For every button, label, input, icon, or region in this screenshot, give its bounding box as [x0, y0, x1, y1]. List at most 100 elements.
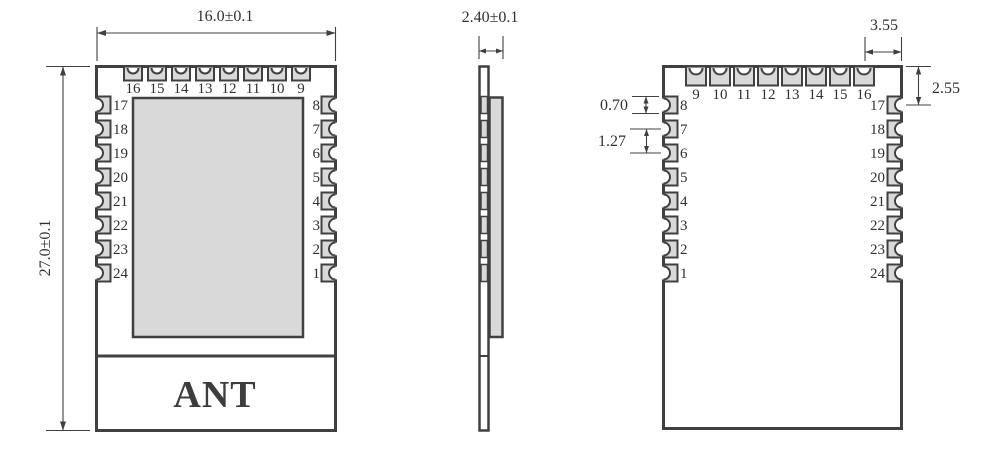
castellation-notch-arc [328, 121, 336, 137]
dim-height-label: 27.0±0.1 [37, 220, 54, 277]
pin-number: 24 [113, 266, 129, 282]
pin-number: 18 [870, 122, 885, 138]
castellation-notch-arc [663, 97, 671, 113]
pin-number: 16 [857, 87, 873, 103]
pin-number: 4 [313, 194, 321, 210]
castellation-notch-arc [663, 145, 671, 161]
pad-edge-segment [480, 119, 489, 139]
castellation-notch [90, 170, 103, 184]
castellation-notch-arc [688, 67, 704, 76]
pin-number: 5 [680, 170, 688, 186]
pin-number: 12 [761, 87, 776, 103]
dim-thickness-arrowheads [479, 48, 503, 54]
castellation-notch-arc [246, 67, 260, 75]
castellation-notch-arc [96, 241, 104, 257]
side-pad-segments [480, 95, 489, 283]
castellation-notch [657, 242, 670, 256]
castellation-notch [895, 98, 908, 112]
dim-top-to-pad-label: 2.55 [932, 80, 960, 97]
pin-number: 5 [313, 170, 321, 186]
castellation-notch-arc [894, 97, 902, 113]
castellation-notch [657, 218, 670, 232]
antenna-label: ANT [173, 374, 256, 416]
castellation-notch [657, 266, 670, 280]
pin-number: 7 [680, 122, 688, 138]
castellation-notch [329, 266, 342, 280]
dim-top-to-pad-arrowheads [915, 66, 922, 105]
dim-width: 16.0±0.1 [96, 8, 337, 61]
castellation-notch [657, 194, 670, 208]
dim-width-lines [96, 27, 337, 61]
castellation-notch-arc [96, 121, 104, 137]
pin-number: 15 [833, 87, 848, 103]
pin-number: 6 [680, 146, 688, 162]
shield-can [131, 96, 305, 339]
castellation-notch-arc [894, 217, 902, 233]
castellation-notch-arc [894, 145, 902, 161]
castellation-notch-arc [96, 97, 104, 113]
castellation-notch-arc [328, 265, 336, 281]
castellation-notch [895, 122, 908, 136]
pin-number: 24 [870, 266, 886, 282]
dim-pad-to-edge: 3.55 [864, 17, 903, 61]
castellation-notch-arc [150, 67, 164, 75]
castellation-notch-arc [126, 67, 140, 75]
pin-number: 9 [297, 81, 305, 97]
dim-pad-to-edge-lines [864, 37, 903, 61]
castellation-notch-arc [294, 67, 308, 75]
castellation-notch-arc [894, 121, 902, 137]
dim-pad-pitch-arrowheads [644, 129, 649, 153]
castellation-notch-arc [784, 67, 800, 76]
pin-number: 13 [198, 81, 213, 97]
dim-pad-height-arrowheads [643, 96, 649, 114]
castellation-notch [90, 98, 103, 112]
castellation-notch-arc [328, 193, 336, 209]
pad-edge-segment [480, 263, 489, 283]
pin-number: 7 [313, 122, 321, 138]
castellation-notch [657, 170, 670, 184]
castellation-notch-arc [663, 241, 671, 257]
pin-number: 22 [113, 218, 128, 234]
dim-pad-height-label: 0.70 [600, 97, 628, 114]
pin-number: 22 [870, 218, 885, 234]
dim-thickness-label: 2.40±0.1 [462, 9, 519, 26]
pin-number: 6 [313, 146, 321, 162]
pin-number: 8 [680, 98, 688, 114]
pin-number: 10 [270, 81, 285, 97]
shield-can-side [488, 96, 504, 339]
dim-pad-height: 0.70 [600, 95, 659, 115]
castellation-notch [329, 170, 342, 184]
pin-number: 20 [113, 170, 128, 186]
castellation-notch [90, 242, 103, 256]
castellation-notch-arc [328, 145, 336, 161]
castellation-notch [90, 218, 103, 232]
pin-number: 14 [174, 81, 190, 97]
dim-height-lines [46, 65, 90, 432]
castellation-notch [329, 122, 342, 136]
castellation-notch [895, 194, 908, 208]
pin-number: 12 [222, 81, 237, 97]
pin-number: 20 [870, 170, 885, 186]
dim-width-label: 16.0±0.1 [197, 8, 254, 25]
castellation-notch [90, 146, 103, 160]
pin-number: 21 [870, 194, 885, 210]
castellation-notch-arc [736, 67, 752, 76]
castellation-notch-arc [328, 97, 336, 113]
module-outline-back [662, 65, 903, 430]
dim-thickness: 2.40±0.1 [462, 9, 519, 59]
castellation-notch [657, 146, 670, 160]
pin-number: 18 [113, 122, 128, 138]
castellation-notch-arc [663, 193, 671, 209]
pin-number: 19 [870, 146, 885, 162]
castellation-notch [895, 266, 908, 280]
castellation-notch [329, 242, 342, 256]
pin-number: 10 [713, 87, 728, 103]
pin-number: 11 [737, 87, 751, 103]
castellation-notch [895, 218, 908, 232]
